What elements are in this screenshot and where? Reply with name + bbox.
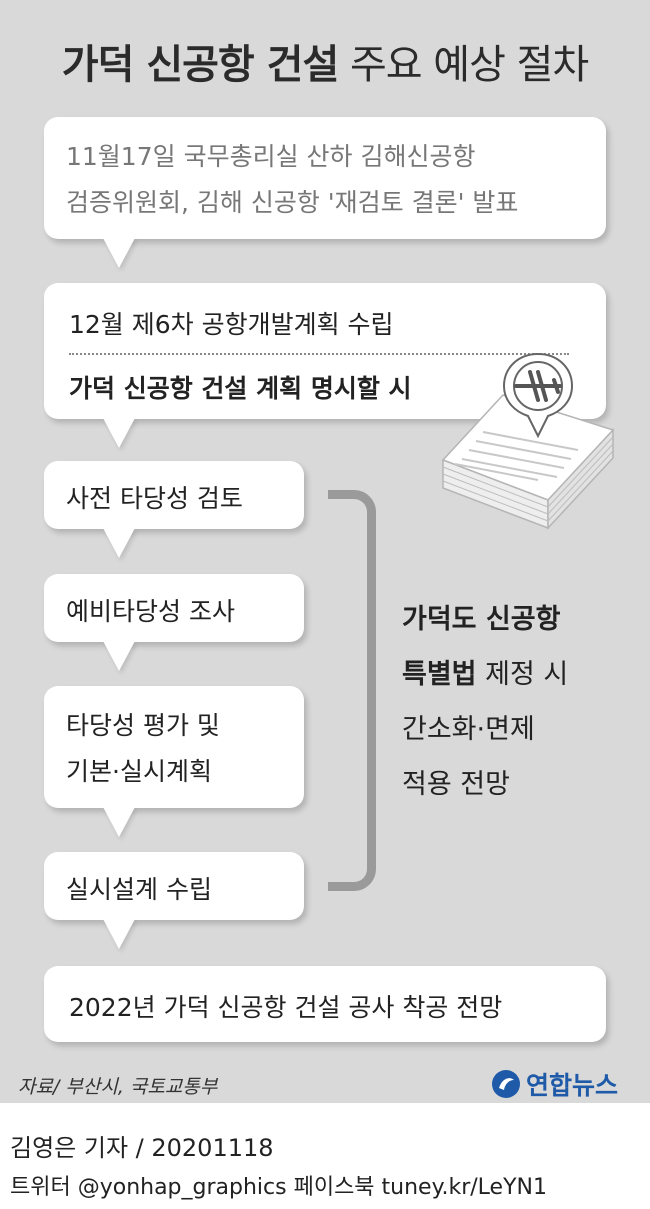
- step2-line1: 12월 제6차 공항개발계획 수립: [69, 310, 394, 339]
- yonhap-logo-text: 연합뉴스: [526, 1071, 619, 1100]
- step3-label: 사전 타당성 검토: [66, 484, 243, 513]
- step-box-preliminary-feasibility: 예비타당성 조사: [44, 574, 304, 642]
- step5-arrow: [103, 807, 135, 837]
- reporter-credit: 김영은 기자 / 20201118: [10, 1128, 274, 1163]
- side-note-line4: 적용 전망: [402, 769, 510, 800]
- side-note-line3: 간소화·면제: [402, 714, 535, 745]
- social-credit: 트위터 @yonhap_graphics 페이스북 tuney.kr/LeYN1: [10, 1175, 547, 1200]
- step2-arrow: [103, 418, 135, 448]
- step4-arrow: [103, 641, 135, 671]
- step-box-feasibility-plan: 타당성 평가 및 기본·실시계획: [44, 686, 304, 808]
- step-box-construction-start: 2022년 가덕 신공항 건설 공사 착공 전망: [44, 966, 606, 1042]
- reporter-name: 김영은 기자: [10, 1134, 129, 1162]
- yonhap-logo-icon: [492, 1070, 520, 1098]
- step6-arrow: [103, 919, 135, 949]
- side-note-line2-rest: 제정 시: [476, 659, 569, 690]
- step3-arrow: [103, 528, 135, 558]
- step-box-announcement: 11월17일 국무총리실 산하 김해신공항 검증위원회, 김해 신공항 '재검토…: [44, 117, 606, 239]
- document-stack-icon: [441, 394, 615, 530]
- step-box-detailed-design: 실시설계 수립: [44, 852, 304, 920]
- side-note-line2: 특별법 제정 시: [402, 647, 568, 702]
- page-title: 가덕 신공항 건설 주요 예상 절차: [0, 32, 650, 90]
- side-note: 가덕도 신공항 특별법 제정 시 간소화·면제 적용 전망: [402, 592, 568, 812]
- step4-label: 예비타당성 조사: [66, 597, 235, 626]
- step1-line2: 검증위원회, 김해 신공항 '재검토 결론' 발표: [66, 188, 519, 217]
- step2-divider: [69, 353, 569, 355]
- step2-line2: 가덕 신공항 건설 계획 명시할 시: [69, 374, 412, 403]
- title-bold: 가덕 신공항 건설: [61, 42, 339, 88]
- side-note-line1: 가덕도 신공항: [402, 604, 561, 635]
- side-note-special-law: 특별법: [402, 659, 477, 690]
- step1-arrow: [103, 238, 135, 268]
- yonhap-logo: 연합뉴스: [490, 1066, 618, 1102]
- step-box-pre-feasibility: 사전 타당성 검토: [44, 461, 304, 529]
- source-note: 자료/ 부산시, 국토교통부: [18, 1076, 218, 1098]
- step6-label: 실시설계 수립: [66, 875, 212, 904]
- publish-date: / 20201118: [128, 1134, 274, 1162]
- step1-line1: 11월17일 국무총리실 산하 김해신공항: [66, 142, 476, 171]
- airplane-pin-icon: [502, 352, 574, 439]
- step5-line2: 기본·실시계획: [66, 757, 212, 786]
- process-bracket: [328, 490, 376, 891]
- step5-line1: 타당성 평가 및: [66, 711, 220, 740]
- step7-label: 2022년 가덕 신공항 건설 공사 착공 전망: [69, 993, 503, 1022]
- title-normal: 주요 예상 절차: [349, 42, 589, 88]
